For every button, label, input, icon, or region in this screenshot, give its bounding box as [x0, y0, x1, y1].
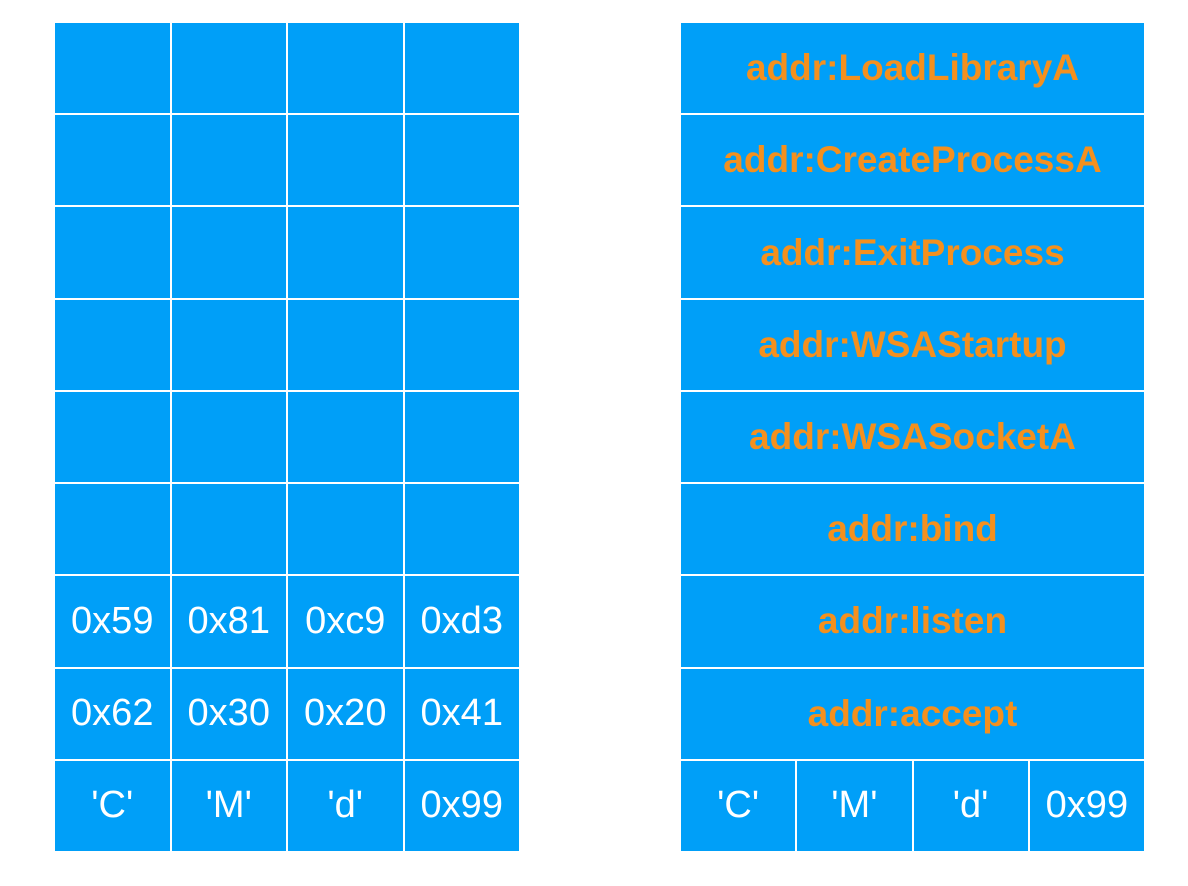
- left-cell-r6-c2: 0xc9: [288, 576, 403, 667]
- left-cell-r3-c2: [288, 299, 403, 390]
- left-cell-r1-c3: [404, 115, 519, 206]
- left-cell-r5-c2: [288, 484, 403, 575]
- left-cell-r1-c1: [171, 115, 286, 206]
- left-cell-r1-c2: [288, 115, 403, 206]
- left-cell-r5-c1: [171, 484, 286, 575]
- right-byte-cell-c0: 'C': [681, 760, 796, 851]
- left-cell-r2-c2: [288, 207, 403, 298]
- left-cell-r8-c2: 'd': [288, 760, 403, 851]
- left-cell-r7-c1: 0x30: [171, 668, 286, 759]
- address-cell-wsasocketa: addr:WSASocketA: [681, 391, 1144, 483]
- left-cell-r4-c2: [288, 391, 403, 483]
- address-cell-createprocessa: addr:CreateProcessA: [681, 115, 1144, 206]
- left-cell-r8-c3: 0x99: [404, 760, 519, 851]
- right-byte-cell-c1: 'M': [797, 760, 912, 851]
- address-cell-bind: addr:bind: [681, 484, 1144, 575]
- address-cell-wsastartup: addr:WSAStartup: [681, 299, 1144, 390]
- address-cell-accept: addr:accept: [681, 668, 1144, 759]
- left-cell-r4-c1: [171, 391, 286, 483]
- left-cell-r3-c0: [55, 299, 170, 390]
- address-cell-exitprocess: addr:ExitProcess: [681, 207, 1144, 298]
- left-cell-r1-c0: [55, 115, 170, 206]
- left-cell-r7-c2: 0x20: [288, 668, 403, 759]
- left-cell-r7-c0: 0x62: [55, 668, 170, 759]
- left-cell-r8-c1: 'M': [171, 760, 286, 851]
- left-cell-r0-c3: [404, 23, 519, 114]
- address-cell-listen: addr:listen: [681, 576, 1144, 667]
- left-cell-r6-c3: 0xd3: [404, 576, 519, 667]
- right-address-grid: addr:LoadLibraryA addr:CreateProcessA ad…: [681, 23, 1144, 851]
- left-cell-r3-c1: [171, 299, 286, 390]
- left-cell-r2-c1: [171, 207, 286, 298]
- left-cell-r2-c3: [404, 207, 519, 298]
- left-cell-r4-c3: [404, 391, 519, 483]
- left-cell-r0-c0: [55, 23, 170, 114]
- left-cell-r6-c0: 0x59: [55, 576, 170, 667]
- right-byte-cell-c2: 'd': [913, 760, 1028, 851]
- left-cell-r7-c3: 0x41: [404, 668, 519, 759]
- left-cell-r0-c1: [171, 23, 286, 114]
- right-byte-cell-c3: 0x99: [1029, 760, 1144, 851]
- left-cell-r6-c1: 0x81: [171, 576, 286, 667]
- left-cell-r0-c2: [288, 23, 403, 114]
- left-cell-r5-c0: [55, 484, 170, 575]
- left-cell-r8-c0: 'C': [55, 760, 170, 851]
- address-cell-loadlibrarya: addr:LoadLibraryA: [681, 23, 1144, 114]
- left-cell-r3-c3: [404, 299, 519, 390]
- left-cell-r5-c3: [404, 484, 519, 575]
- left-cell-r4-c0: [55, 391, 170, 483]
- left-cell-r2-c0: [55, 207, 170, 298]
- left-memory-grid: 0x59 0x81 0xc9 0xd3 0x62 0x30 0x20 0x41 …: [55, 23, 519, 851]
